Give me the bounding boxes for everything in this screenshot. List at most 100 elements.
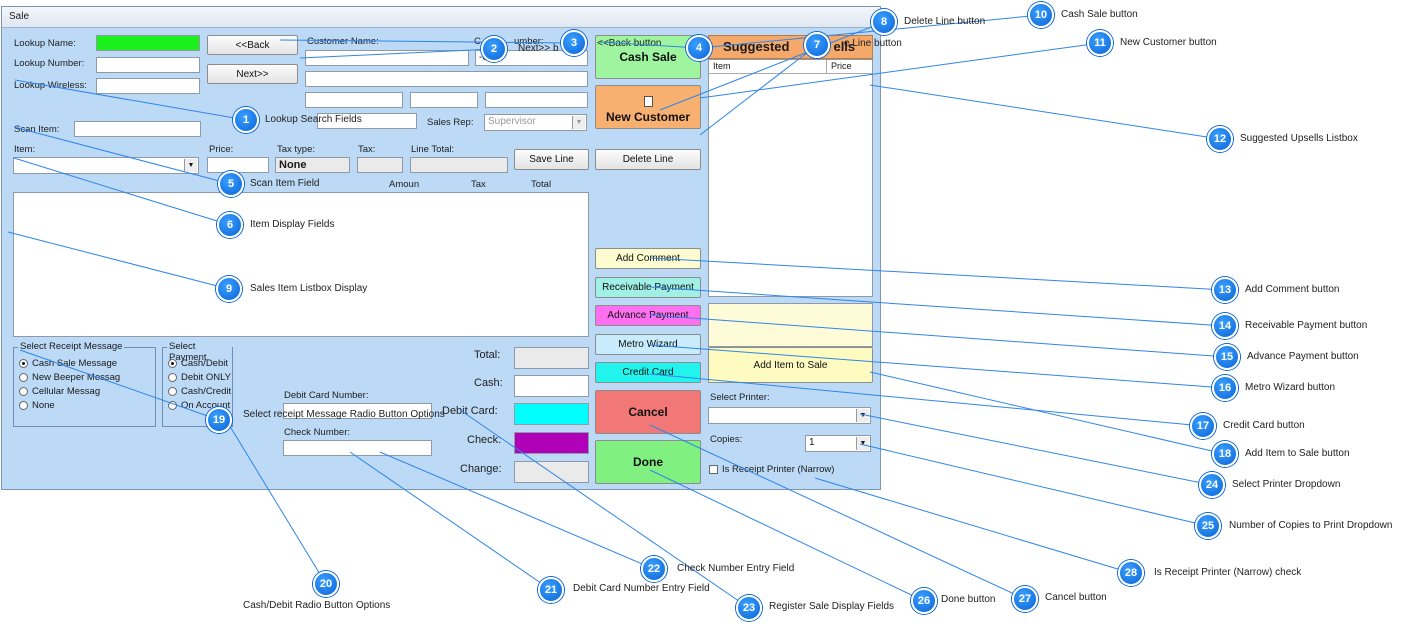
receipt-option-4[interactable]: None	[19, 400, 55, 411]
payment-option-label: Debit ONLY	[181, 372, 231, 383]
callout-label-16: Metro Wizard button	[1245, 382, 1336, 393]
lookup-number-input[interactable]	[96, 57, 200, 73]
copies-label: Copies:	[710, 434, 743, 445]
cash-label: Cash:	[474, 377, 503, 389]
customer-zip-input[interactable]	[485, 92, 588, 108]
callout-badge-20: 20	[313, 571, 339, 597]
new-customer-button[interactable]: New Customer	[595, 85, 701, 129]
done-button[interactable]: Done	[595, 440, 701, 484]
receipt-option-3[interactable]: Cellular Messag	[19, 386, 100, 397]
callout-line-3	[279, 39, 575, 44]
customer-address-input[interactable]	[305, 71, 588, 87]
line-total-label: Line Total:	[411, 144, 455, 155]
customer-name-label: Customer Name:	[307, 36, 379, 47]
total-field	[514, 347, 589, 369]
debit-card-label: Debit Card:	[442, 405, 498, 417]
sales-item-listbox[interactable]	[13, 192, 589, 337]
radio-icon	[19, 387, 28, 396]
callout-label-17: Credit Card button	[1223, 420, 1305, 431]
receipt-option-1[interactable]: Cash Sale Message	[19, 358, 117, 369]
callout-badge-22: 22	[641, 556, 667, 582]
debit-card-number-input[interactable]	[283, 403, 432, 419]
customer-phone-input[interactable]	[317, 113, 417, 129]
callout-line-16	[649, 344, 1226, 389]
payment-option-3[interactable]: Cash/Credit	[168, 386, 231, 397]
lookup-wireless-input[interactable]	[96, 78, 200, 94]
callout-line-8	[659, 21, 885, 111]
item-dropdown[interactable]: ▼	[13, 157, 199, 174]
save-line-button[interactable]: Save Line	[514, 149, 589, 170]
cash-field[interactable]	[514, 375, 589, 397]
callout-badge-15: 15	[1214, 344, 1240, 370]
radio-icon	[168, 359, 177, 368]
payment-option-label: On Account	[181, 400, 231, 411]
callout-line-25	[859, 443, 1209, 527]
receipt-option-2[interactable]: New Beeper Messag	[19, 372, 120, 383]
advance-payment-button[interactable]: Advance Payment	[595, 305, 701, 326]
receipt-printer-narrow-checkbox[interactable]: Is Receipt Printer (Narrow)	[709, 464, 834, 475]
back-button[interactable]: <<Back	[207, 35, 298, 55]
suggested-upsells-listbox[interactable]: Item Price	[708, 59, 873, 297]
callout-line-4	[599, 41, 700, 49]
callout-badge-11: 11	[1087, 30, 1113, 56]
callout-line-24	[859, 413, 1213, 486]
callout-badge-4: 4	[686, 35, 712, 61]
customer-state-input[interactable]	[410, 92, 478, 108]
overlay-next-button-text: Next>> b	[518, 43, 559, 54]
add-comment-button[interactable]: Add Comment	[595, 248, 701, 269]
callout-badge-27: 27	[1012, 586, 1038, 612]
callout-label-19: Select receipt Message Radio Button Opti…	[243, 409, 445, 420]
sales-rep-label: Sales Rep:	[427, 117, 474, 128]
callout-badge-8: 8	[871, 9, 897, 35]
check-field[interactable]	[514, 432, 589, 454]
column-total: Total	[531, 179, 552, 190]
callout-line-19	[19, 349, 220, 421]
line-total-field	[410, 157, 508, 173]
debit-card-field[interactable]	[514, 403, 589, 425]
window-title: Sale	[2, 7, 880, 28]
radio-icon	[19, 373, 28, 382]
callout-label-6: Item Display Fields	[250, 219, 335, 230]
payment-option-2[interactable]: Debit ONLY	[168, 372, 231, 383]
upsells-col-price: Price	[831, 61, 852, 71]
lookup-name-input[interactable]	[96, 35, 200, 51]
callout-line-27	[649, 424, 1026, 600]
scan-item-input[interactable]	[74, 121, 201, 137]
receivable-payment-button[interactable]: Receivable Payment	[595, 277, 701, 298]
sales-rep-dropdown[interactable]: Supervisor ▼	[484, 114, 587, 131]
payment-option-label: Cash/Credit	[181, 386, 232, 397]
check-number-input[interactable]	[283, 440, 432, 456]
receipt-message-group: Select Receipt Message	[13, 341, 156, 427]
customer-city-input[interactable]	[305, 92, 403, 108]
payment-title: Select Payment	[167, 341, 232, 363]
payment-option-1[interactable]: Cash/Debit	[168, 358, 228, 369]
document-icon	[644, 96, 653, 107]
chevron-down-icon: ▼	[856, 409, 869, 422]
total-label: Total:	[474, 349, 501, 361]
callout-line-21	[349, 451, 552, 591]
receipt-printer-narrow-label: Is Receipt Printer (Narrow)	[722, 464, 835, 475]
column-amount: Amoun	[389, 179, 420, 190]
callout-label-10: Cash Sale button	[1061, 9, 1138, 20]
metro-wizard-button[interactable]: Metro Wizard	[595, 334, 701, 355]
callout-line-10	[699, 14, 1042, 49]
callout-label-14: Receivable Payment button	[1245, 320, 1368, 331]
change-field	[514, 461, 589, 483]
copies-dropdown[interactable]: 1 ▼	[805, 435, 871, 452]
cancel-button[interactable]: Cancel	[595, 390, 701, 434]
callout-badge-10: 10	[1028, 2, 1054, 28]
change-label: Change:	[460, 463, 502, 475]
next-button[interactable]: Next>>	[207, 64, 298, 84]
callout-label-25: Number of Copies to Print Dropdown	[1229, 520, 1393, 531]
callout-badge-9: 9	[216, 276, 242, 302]
add-item-to-sale-button[interactable]: Add Item to Sale	[708, 347, 873, 383]
select-printer-dropdown[interactable]: ▼	[708, 407, 871, 424]
callout-badge-24: 24	[1199, 472, 1225, 498]
delete-line-button[interactable]: Delete Line	[595, 149, 701, 170]
callout-label-23: Register Sale Display Fields	[769, 601, 895, 612]
callout-label-20: Cash/Debit Radio Button Options	[243, 600, 391, 611]
callout-badge-5: 5	[218, 171, 244, 197]
customer-number-label-a: C	[474, 36, 481, 47]
credit-card-button[interactable]: Credit Card	[595, 362, 701, 383]
callout-badge-1: 1	[233, 107, 259, 133]
